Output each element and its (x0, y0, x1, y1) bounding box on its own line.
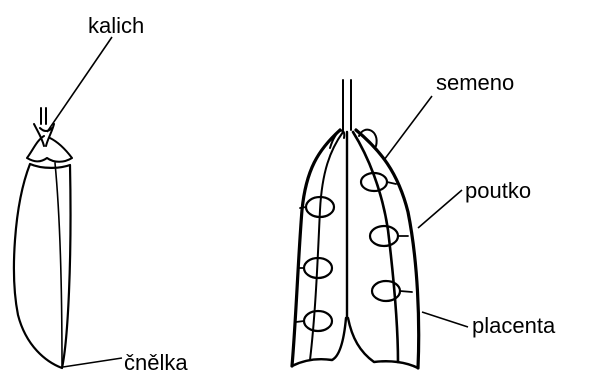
label-placenta: placenta (472, 313, 556, 338)
leader-seed (384, 96, 432, 160)
open-pod (292, 80, 419, 368)
leader-placenta (422, 312, 468, 327)
label-seed: semeno (436, 70, 514, 95)
leader-funicle (418, 190, 462, 228)
label-style: čnělka (124, 350, 188, 374)
seeds-left (304, 197, 334, 331)
leader-calyx (47, 37, 112, 132)
label-funicle: poutko (465, 178, 531, 203)
label-calyx: kalich (88, 13, 144, 38)
leader-style (63, 358, 122, 367)
closed-pod (14, 108, 72, 368)
